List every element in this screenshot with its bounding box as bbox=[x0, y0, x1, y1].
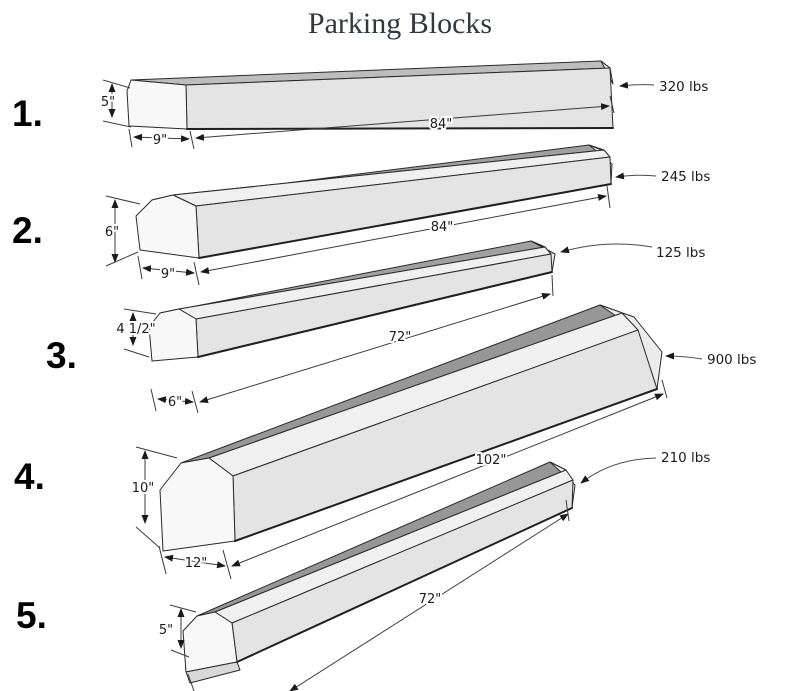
block-1-weight-label: 320 lbs bbox=[659, 79, 708, 95]
block-1-drawing bbox=[126, 60, 614, 130]
block-4-height-label: 10" bbox=[132, 481, 155, 496]
block-5-number: 5. bbox=[16, 595, 47, 636]
block-5-dimensions: 5" 72" 210 lbs bbox=[157, 450, 710, 691]
block-3-end-cap bbox=[148, 308, 199, 362]
block-2-figure: 2. 6" 9" 84" 245 lbs bbox=[12, 144, 710, 286]
block-5-figure: 5. 5" 72" 210 lbs bbox=[16, 450, 710, 691]
block-3-number: 3. bbox=[46, 335, 77, 376]
block-2-number: 2. bbox=[12, 210, 43, 251]
block-4-weight-label: 900 lbs bbox=[707, 352, 756, 368]
block-5-weight-label: 210 lbs bbox=[661, 450, 710, 466]
block-1-height-label: 5" bbox=[101, 95, 115, 110]
block-5-height-label: 5" bbox=[159, 623, 173, 638]
block-3-dimensions: 4 1/2" 6" 72" 125 lbs bbox=[114, 243, 705, 414]
block-4-end-cap bbox=[159, 457, 236, 552]
block-5-end-cap bbox=[182, 611, 238, 673]
block-1-dimensions: 5" 9" 84" 320 lbs bbox=[99, 79, 709, 150]
block-1-number: 1. bbox=[12, 93, 43, 134]
block-2-length-label: 84" bbox=[431, 220, 454, 235]
block-2-dimensions: 6" 9" 84" 245 lbs bbox=[103, 169, 710, 286]
block-1-width-label: 9" bbox=[153, 133, 167, 148]
block-3-width-label: 6" bbox=[168, 395, 182, 410]
page-title: Parking Blocks bbox=[308, 7, 492, 40]
block-3-drawing bbox=[148, 240, 556, 362]
block-3-length-label: 72" bbox=[389, 330, 412, 345]
block-4-width-label: 12" bbox=[185, 556, 208, 571]
block-2-width-label: 9" bbox=[161, 267, 175, 282]
block-5-bottom-lip bbox=[185, 661, 241, 684]
block-3-figure: 3. 4 1/2" 6" 72" 125 lbs bbox=[46, 240, 705, 414]
block-2-height-label: 6" bbox=[105, 225, 119, 240]
block-4-length-label: 102" bbox=[476, 453, 507, 468]
block-4-figure: 4. 10" 12" 102" 900 lbs bbox=[14, 304, 756, 580]
block-3-height-label: 4 1/2" bbox=[116, 322, 155, 337]
block-5-length-label: 72" bbox=[419, 592, 442, 607]
block-4-number: 4. bbox=[14, 456, 45, 497]
block-2-weight-label: 245 lbs bbox=[661, 169, 710, 185]
block-2-end-cap bbox=[135, 194, 200, 259]
block-3-weight-label: 125 lbs bbox=[656, 245, 705, 261]
block-1-length-label: 84" bbox=[430, 117, 453, 132]
block-4-dimensions: 10" 12" 102" 900 lbs bbox=[130, 352, 756, 580]
block-1-end-cap bbox=[126, 79, 188, 130]
block-1-figure: 1. 5" 9" 84" 320 lbs bbox=[12, 60, 709, 150]
block-2-drawing bbox=[135, 144, 613, 259]
